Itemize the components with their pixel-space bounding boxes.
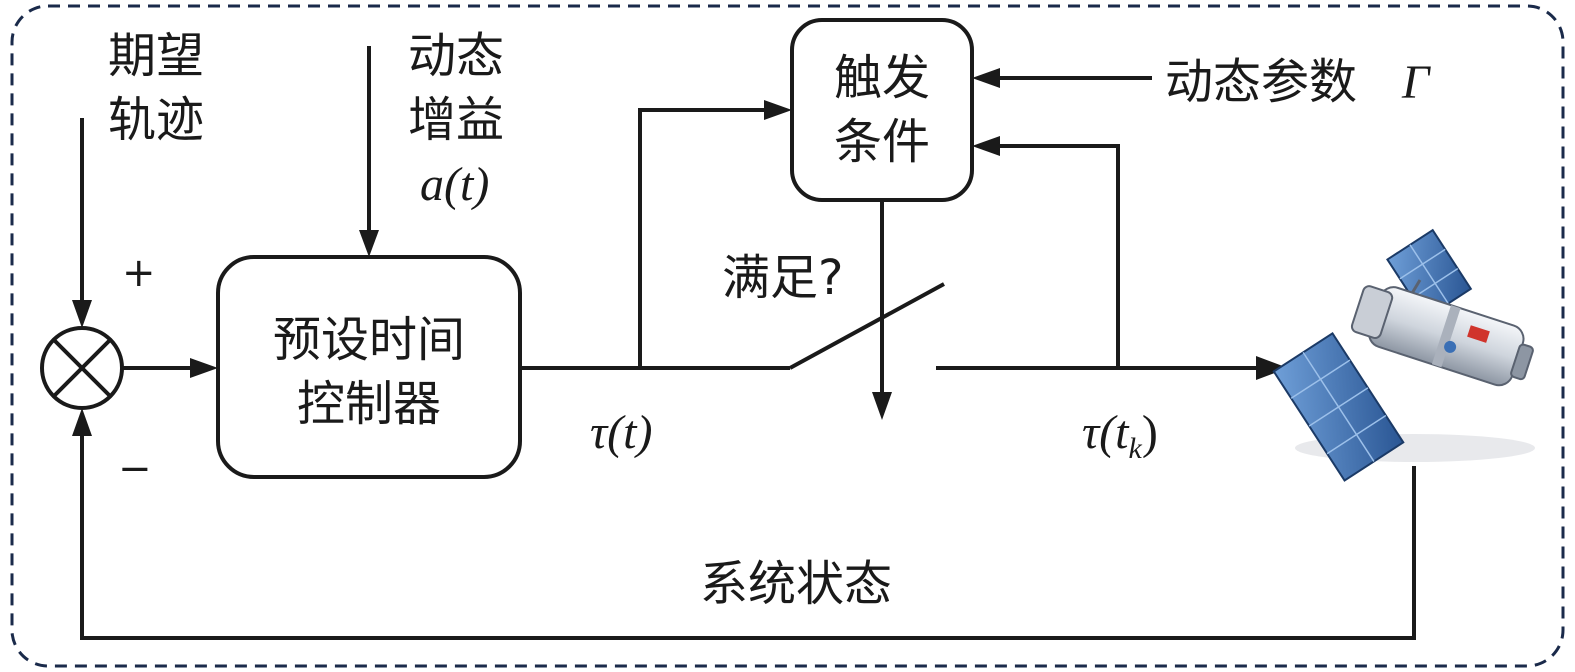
- tau-tk-main: τ(t: [1082, 406, 1130, 459]
- plus-sign: +: [122, 250, 156, 296]
- gamma-symbol: Γ: [1401, 56, 1431, 109]
- tau-t-feed-to-trigger: [638, 108, 770, 368]
- controller-label-2: 控制器: [297, 376, 441, 432]
- dynamic-gain-label-2: 增益: [408, 92, 504, 148]
- desired-trajectory-label-2: 轨迹: [108, 92, 204, 148]
- desired-trajectory-label-1: 期望: [108, 28, 204, 84]
- spacecraft-icon: [1272, 228, 1535, 482]
- controller-input-arrowhead: [190, 358, 218, 378]
- dynamic-gain-math: a(t): [420, 158, 489, 211]
- feedback-arrowhead: [72, 408, 92, 436]
- system-state-feedback-line: [80, 430, 1416, 640]
- trigger-label-1: 触发: [834, 50, 930, 106]
- controller-block: 预设时间 控制器: [216, 255, 522, 479]
- summing-junction-icon: [40, 326, 124, 410]
- trigger-input-arrowhead-1: [764, 100, 792, 120]
- outer-dashed-border: [10, 4, 1565, 668]
- minus-sign: −: [118, 446, 152, 492]
- dynamic-param-arrowhead: [972, 68, 1000, 88]
- tau-tk-subscript: k: [1129, 432, 1143, 465]
- dynamic-gain-label-1: 动态: [408, 28, 504, 84]
- trigger-condition-block: 触发 条件: [790, 18, 974, 202]
- trigger-command-arrowhead: [872, 392, 892, 420]
- system-state-label: 系统状态: [700, 556, 892, 612]
- plant-input-arrowhead: [1256, 356, 1288, 380]
- satisfied-label: 满足?: [722, 250, 843, 306]
- trigger-label-2: 条件: [834, 114, 930, 170]
- tau-tk-feedback-to-trigger: [994, 144, 1120, 368]
- dynamic-param-label: 动态参数: [1165, 54, 1357, 110]
- controller-label-1: 预设时间: [273, 312, 465, 368]
- tau-tk-close: ): [1142, 406, 1158, 459]
- gain-arrowhead: [359, 230, 379, 257]
- tau-tk-label: τ(tk): [1082, 406, 1158, 465]
- switch-icon: [789, 282, 945, 370]
- desired-arrowhead: [72, 300, 92, 328]
- trigger-input-arrowhead-2: [972, 136, 1000, 156]
- tau-t-label: τ(t): [590, 406, 652, 459]
